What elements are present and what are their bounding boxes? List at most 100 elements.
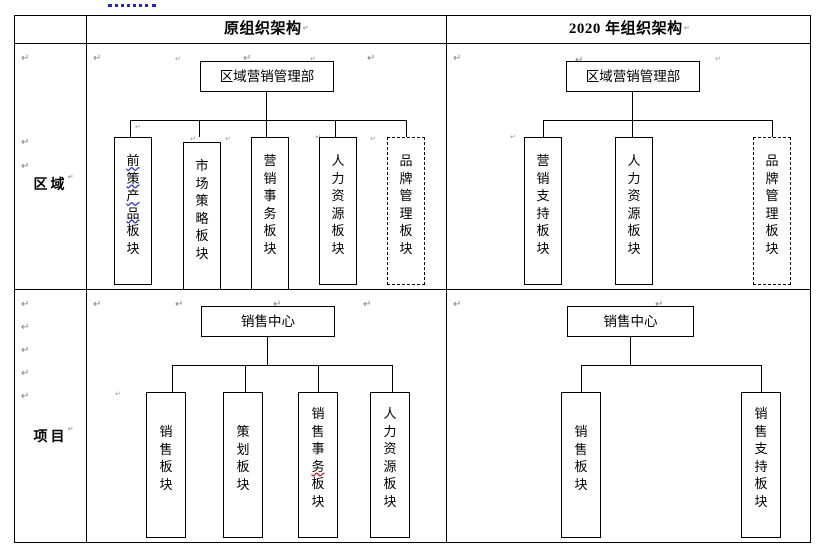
blue-dotted-marker bbox=[108, 1, 156, 7]
pilcrow-mark: ↵ bbox=[190, 135, 196, 143]
row-label-region-text: 区域 bbox=[33, 178, 68, 193]
connector-drop bbox=[172, 365, 174, 392]
node-region-old-child-0[interactable]: 前策产品板块 bbox=[114, 137, 152, 285]
pilcrow-mark: ↵ bbox=[21, 345, 30, 356]
pilcrow-mark: ↵ bbox=[683, 24, 691, 32]
pilcrow-mark: ↵ bbox=[115, 390, 121, 398]
connector-drop bbox=[581, 365, 583, 392]
node-label: 销售中心 bbox=[603, 314, 658, 329]
node-region-old-root[interactable]: 区域营销管理部 bbox=[200, 61, 334, 92]
connector-drop bbox=[199, 120, 201, 137]
node-project-old-root[interactable]: 销售中心 bbox=[201, 306, 335, 337]
node-project-old-child-2[interactable]: 销售事务板块 bbox=[298, 392, 338, 538]
node-label-vertical: 销售支持板块 bbox=[754, 406, 768, 509]
pilcrow-mark: ↵ bbox=[21, 161, 30, 172]
node-region-new-child-1[interactable]: 人力资源板块 bbox=[615, 137, 653, 285]
node-region-new-child-0[interactable]: 营销支持板块 bbox=[524, 137, 562, 285]
header-2020-structure: 2020 年组织架构↵ bbox=[446, 16, 812, 43]
node-label-vertical: 前策产品板块 bbox=[126, 153, 140, 256]
pilcrow-mark: ↵ bbox=[67, 425, 77, 433]
connector-drop bbox=[318, 365, 320, 392]
pilcrow-mark: ↵ bbox=[175, 299, 184, 310]
header-corner-cell bbox=[15, 16, 86, 43]
pilcrow-mark: ↵ bbox=[135, 123, 141, 131]
table-column-divider-1 bbox=[86, 16, 87, 542]
pilcrow-mark: ↵ bbox=[575, 56, 583, 66]
pilcrow-mark: ↵ bbox=[453, 53, 462, 64]
node-project-old-child-0[interactable]: 销售板块 bbox=[146, 392, 186, 538]
pilcrow-mark: ↵ bbox=[21, 391, 30, 402]
pilcrow-mark: ↵ bbox=[453, 299, 462, 310]
node-region-new-root[interactable]: 区域营销管理部 bbox=[566, 61, 700, 92]
node-project-old-child-1[interactable]: 策划板块 bbox=[223, 392, 263, 538]
table-column-divider-2 bbox=[446, 16, 447, 542]
node-label-vertical: 人力资源板块 bbox=[383, 406, 397, 509]
connector-stem bbox=[632, 92, 634, 120]
pilcrow-mark: ↵ bbox=[363, 299, 372, 310]
connector-drop bbox=[772, 120, 774, 137]
connector-stem bbox=[266, 92, 268, 120]
pilcrow-mark: ↵ bbox=[21, 137, 30, 148]
table-row-divider-header bbox=[15, 43, 810, 44]
pilcrow-mark: ↵ bbox=[93, 53, 102, 64]
node-region-old-child-1[interactable]: 市场策略板块 bbox=[183, 142, 221, 290]
node-label-vertical: 市场策略板块 bbox=[195, 158, 209, 261]
row-label-region: 区域↵ bbox=[15, 174, 86, 194]
node-label: 销售中心 bbox=[241, 314, 295, 329]
connector-bus bbox=[130, 120, 406, 122]
node-label-vertical: 策划板块 bbox=[236, 424, 250, 492]
pilcrow-mark: ↵ bbox=[370, 135, 376, 143]
org-comparison-table: 原组织架构↵ 2020 年组织架构↵ 区域↵ 项目↵ ↵ ↵ ↵ ↵ ↵ ↵ ↵… bbox=[14, 15, 811, 543]
connector-drop bbox=[406, 120, 408, 137]
pilcrow-mark: ↵ bbox=[93, 299, 102, 310]
node-label-vertical: 营销事务板块 bbox=[263, 153, 277, 256]
pilcrow-mark: ↵ bbox=[310, 55, 316, 63]
node-label: 区域营销管理部 bbox=[585, 69, 681, 84]
node-project-old-child-3[interactable]: 人力资源板块 bbox=[370, 392, 410, 538]
pilcrow-mark: ↵ bbox=[273, 299, 282, 310]
pilcrow-mark: ↵ bbox=[243, 53, 252, 64]
connector-stem bbox=[267, 337, 269, 365]
node-label-vertical: 销售板块 bbox=[574, 424, 588, 492]
pilcrow-mark: ↵ bbox=[67, 173, 77, 181]
pilcrow-mark: ↵ bbox=[367, 53, 376, 64]
table-row-divider-middle bbox=[15, 289, 810, 290]
pilcrow-mark: ↵ bbox=[21, 299, 30, 310]
row-label-project-text: 项目 bbox=[33, 430, 68, 445]
pilcrow-mark: ↵ bbox=[21, 53, 30, 64]
connector-drop bbox=[130, 120, 132, 137]
pilcrow-mark: ↵ bbox=[175, 55, 181, 63]
node-label-vertical: 营销支持板块 bbox=[536, 153, 550, 256]
node-label-vertical: 品牌管理板块 bbox=[765, 153, 779, 256]
node-region-old-child-4[interactable]: 品牌管理板块 bbox=[387, 137, 425, 285]
header-original-structure-label: 原组织架构 bbox=[224, 21, 302, 37]
connector-bus bbox=[172, 365, 392, 367]
node-region-new-child-2[interactable]: 品牌管理板块 bbox=[753, 137, 791, 285]
node-label-vertical: 品牌管理板块 bbox=[399, 153, 413, 256]
node-label-vertical: 销售事务板块 bbox=[311, 406, 325, 509]
pilcrow-mark: ↵ bbox=[715, 55, 721, 63]
connector-bus bbox=[543, 120, 773, 122]
pilcrow-mark: ↵ bbox=[302, 24, 309, 32]
pilcrow-mark: ↵ bbox=[21, 322, 30, 333]
connector-stem bbox=[630, 337, 632, 365]
header-original-structure: 原组织架构↵ bbox=[86, 16, 446, 43]
node-project-new-root[interactable]: 销售中心 bbox=[567, 306, 694, 337]
node-label-vertical: 人力资源板块 bbox=[331, 153, 345, 256]
connector-drop bbox=[761, 365, 763, 392]
node-label: 区域营销管理部 bbox=[219, 69, 315, 84]
node-project-new-child-1[interactable]: 销售支持板块 bbox=[741, 392, 781, 538]
connector-drop bbox=[632, 120, 634, 137]
header-2020-structure-label: 2020 年组织架构 bbox=[568, 21, 683, 37]
node-region-old-child-3[interactable]: 人力资源板块 bbox=[319, 137, 357, 285]
connector-drop bbox=[543, 120, 545, 137]
node-region-old-child-2[interactable]: 营销事务板块 bbox=[251, 137, 289, 290]
connector-drop bbox=[266, 120, 268, 137]
connector-bus bbox=[581, 365, 761, 367]
connector-drop bbox=[245, 365, 247, 392]
pilcrow-mark: ↵ bbox=[225, 135, 231, 143]
node-label-vertical: 销售板块 bbox=[159, 424, 173, 492]
node-project-new-child-0[interactable]: 销售板块 bbox=[561, 392, 601, 538]
pilcrow-mark: ↵ bbox=[510, 133, 516, 141]
